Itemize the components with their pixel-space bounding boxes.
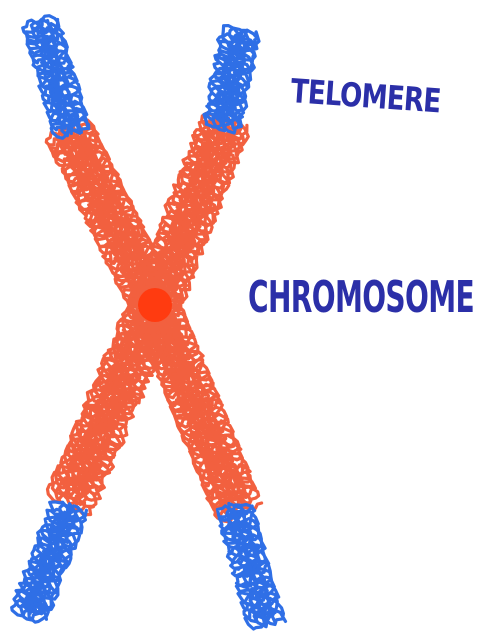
chromosome-label: CHROMOSOME <box>248 272 474 323</box>
centromere <box>138 288 172 322</box>
